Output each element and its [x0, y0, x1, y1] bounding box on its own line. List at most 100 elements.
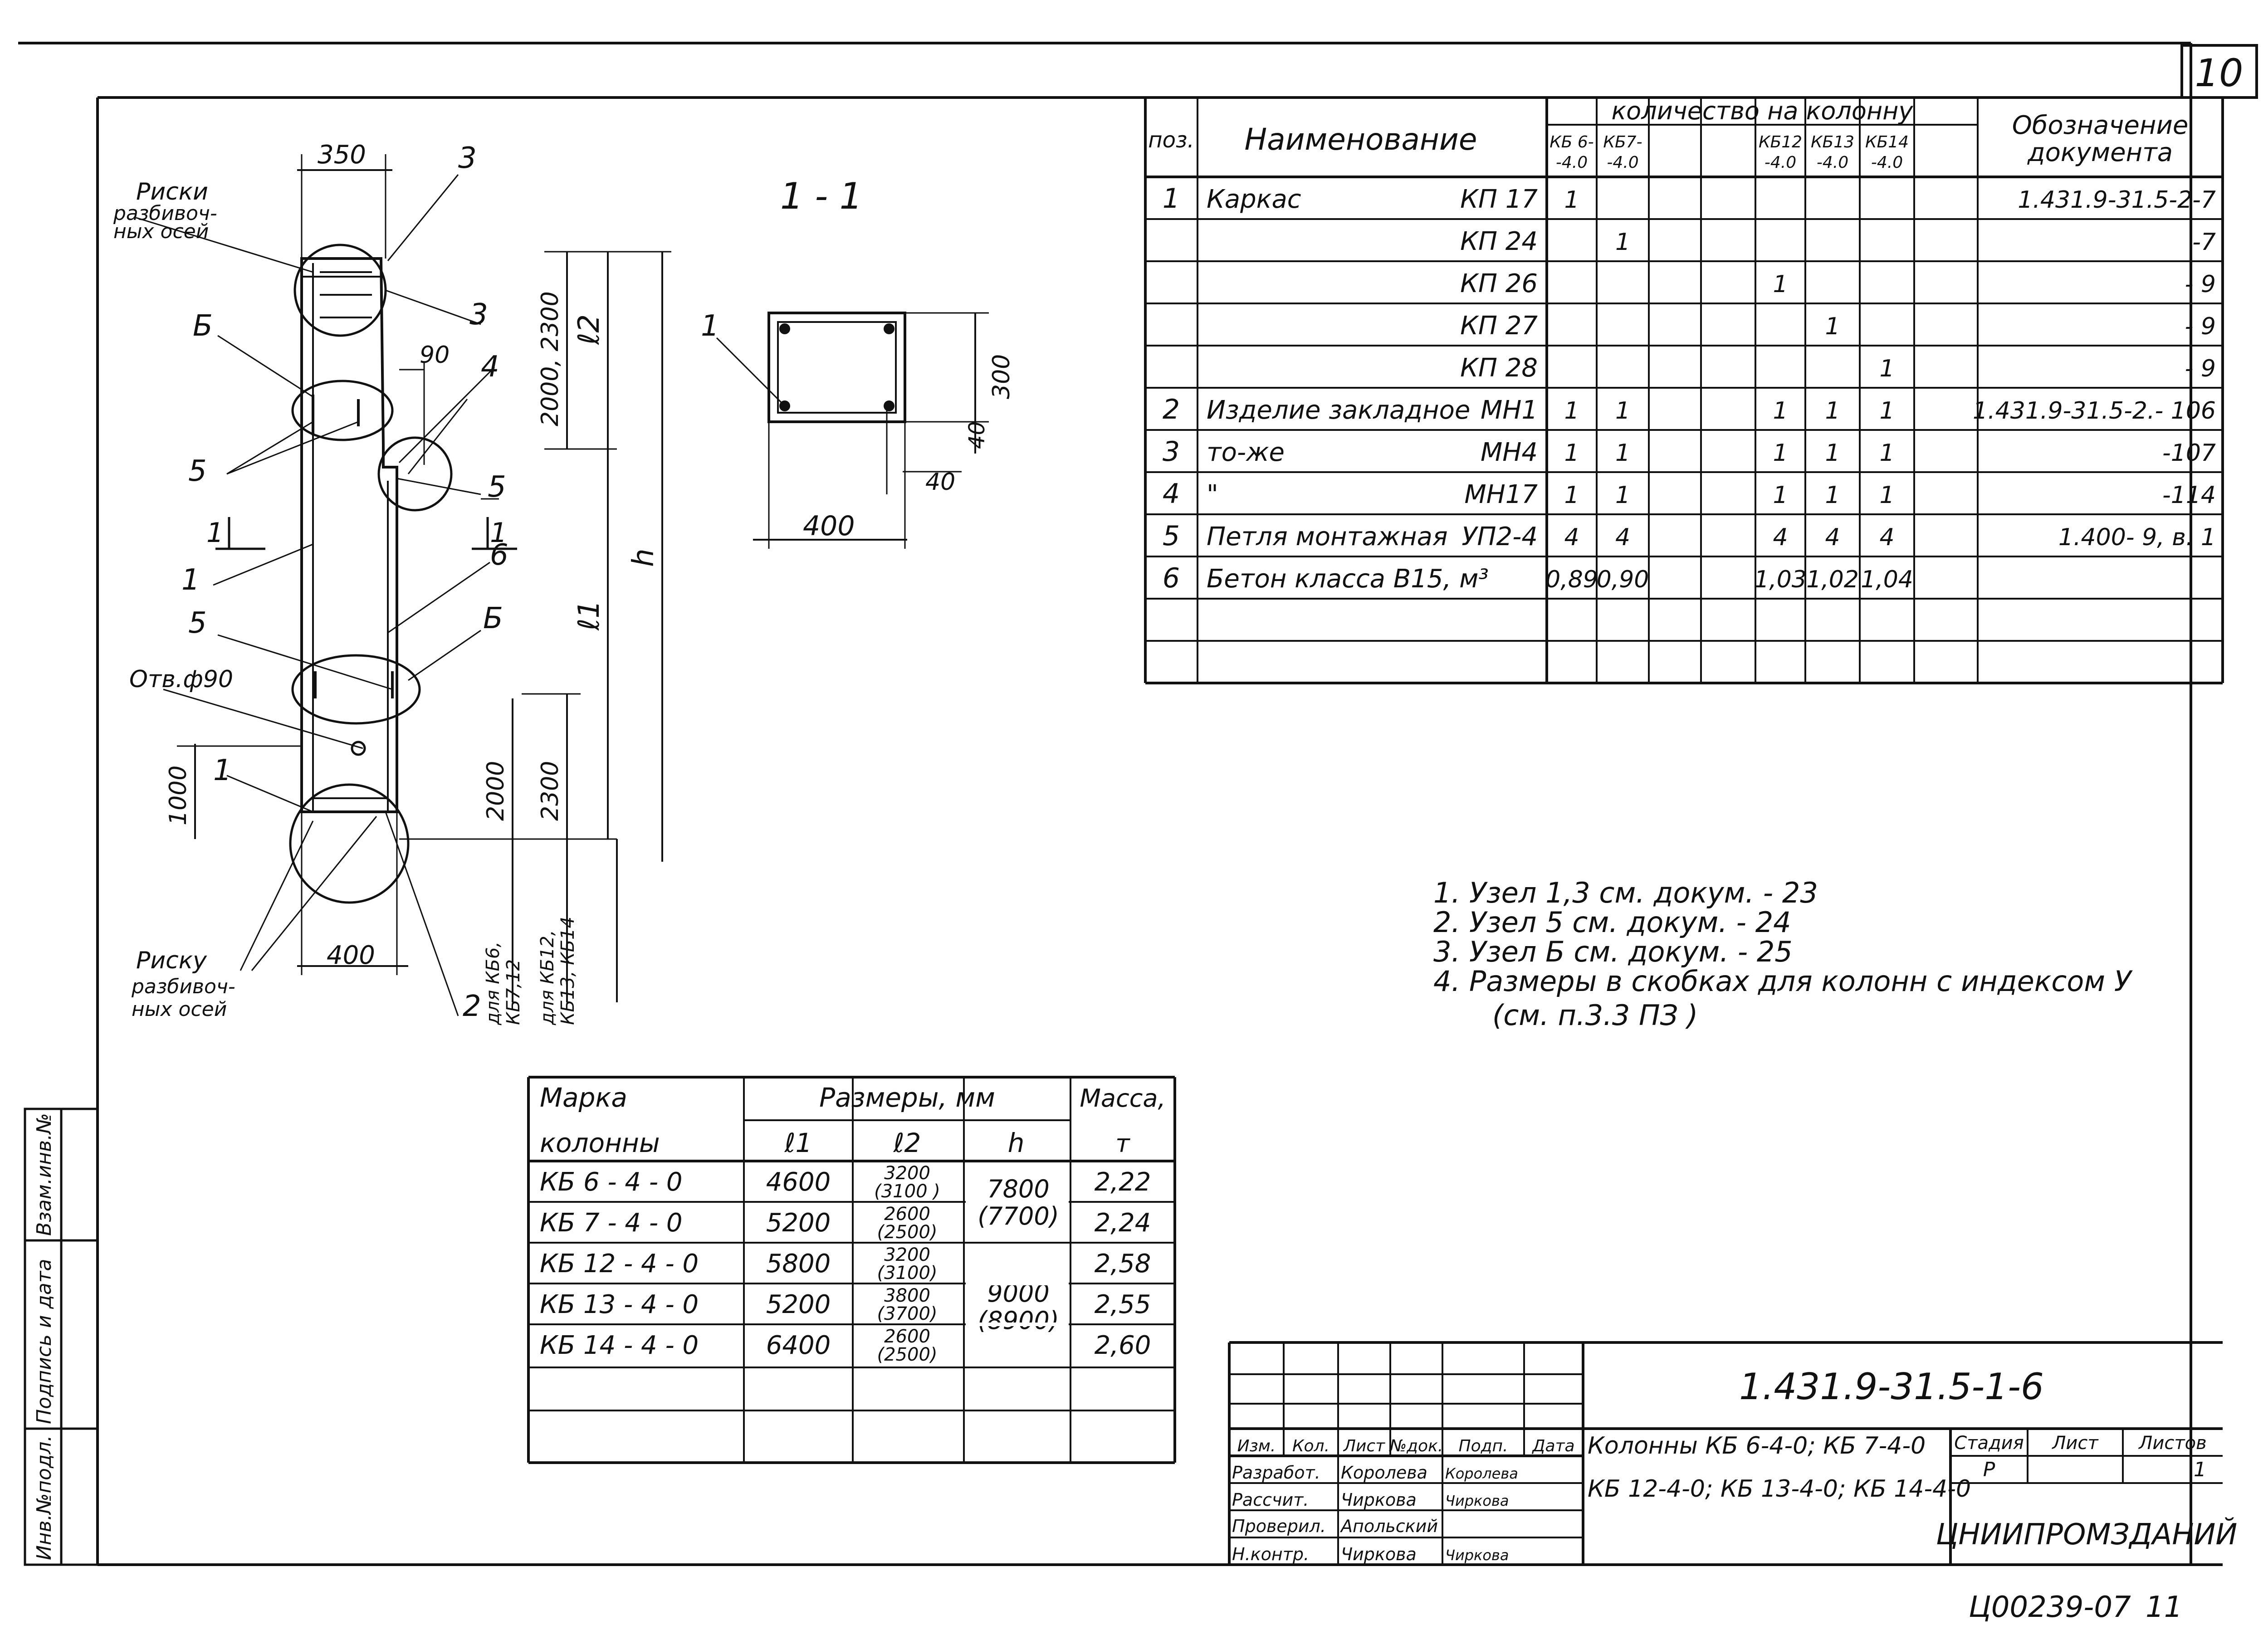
dims-row-l2-a: 3200: [884, 1163, 930, 1184]
spec-row-mark: КП 24: [1460, 227, 1538, 256]
spec-row-qty: 1,04: [1861, 566, 1913, 593]
elevation-labels: Риски разбивоч- ных осей Риску разбивоч-…: [113, 140, 660, 1025]
callout-5-left: 5: [188, 454, 207, 488]
spec-row-qty: 1: [1564, 439, 1579, 467]
title-col-header: Дата: [1531, 1437, 1574, 1455]
title-col-header: Изм.: [1237, 1437, 1276, 1455]
spec-row-doc: 1.431.9-31.5-2-7: [2018, 186, 2216, 214]
section-callout-1: 1: [701, 309, 719, 343]
callout-4: 4: [481, 350, 499, 384]
spec-row-qty: 1: [1825, 482, 1840, 509]
title-role: Н.контр.: [1232, 1544, 1309, 1564]
spec-row-qty: 4: [1773, 524, 1788, 551]
spec-row-qty: 1: [1879, 397, 1894, 425]
dims-h-alt: (7700): [978, 1202, 1059, 1230]
dims-header-sizes: Размеры, мм: [819, 1082, 995, 1113]
spec-row-pos: 4: [1163, 478, 1180, 510]
dims-row-l1: 5200: [766, 1208, 831, 1238]
spec-row-name: Изделие закладное: [1207, 395, 1470, 425]
footer-code: Ц00239-07: [1969, 1591, 2131, 1624]
dims-row-l2-a: 3800: [884, 1285, 930, 1306]
note-3: 3. Узел Б см. докум. - 25: [1433, 935, 1793, 968]
footer-page: 11: [2146, 1591, 2182, 1624]
dims-row-l1: 5800: [766, 1249, 831, 1279]
spec-header-qty: количество на колонну: [1612, 97, 1914, 125]
spec-row-name: Каркас: [1207, 185, 1301, 214]
dims-row-l1: 5200: [766, 1290, 831, 1319]
spec-row-qty: 1,02: [1806, 566, 1859, 593]
spec-row-qty: 1: [1825, 313, 1840, 340]
section-width: 400: [803, 510, 855, 542]
callout-B-lower: Б: [483, 602, 503, 635]
dims-row-mark: КБ 14 - 4 - 0: [540, 1331, 699, 1360]
note-1: 1. Узел 1,3 см. докум. - 23: [1433, 876, 1818, 909]
title-name: Королева: [1341, 1463, 1427, 1483]
dim-bottom-width: 400: [327, 941, 375, 970]
spec-row-pos: 2: [1163, 394, 1180, 425]
title-signature: Чиркова: [1445, 1492, 1509, 1509]
riski-top-line2: разбивоч-: [113, 202, 217, 225]
spec-qty-header-5-a: КБ13: [1811, 133, 1854, 151]
spec-row-name: ": [1207, 480, 1218, 509]
dims-row-l2-a: 3200: [884, 1245, 930, 1265]
spec-row-mark: МН4: [1481, 438, 1538, 467]
spec-qty-header-6-a: КБ14: [1865, 133, 1909, 151]
callout-1-bottom: 1: [213, 754, 232, 787]
dims-row-mass: 2,22: [1095, 1167, 1151, 1197]
dims-h-value: 7800: [987, 1175, 1049, 1203]
spec-row-qty: 1: [1879, 439, 1894, 467]
callout-2: 2: [463, 990, 481, 1023]
spec-row-qty: 4: [1564, 524, 1579, 551]
dims-header-l2: ℓ2: [893, 1127, 921, 1158]
callout-3-top: 3: [458, 142, 477, 175]
title-designation: 1.431.9-31.5-1-6: [1739, 1366, 2044, 1408]
dims-header-mass-2: т: [1115, 1129, 1130, 1158]
spec-header-pos: поз.: [1148, 127, 1194, 153]
spec-row-pos: 6: [1163, 562, 1180, 594]
callout-6: 6: [490, 538, 508, 572]
section-mark-right: 1: [490, 517, 507, 549]
spec-row-qty: 1: [1615, 482, 1630, 509]
dims-row-l1: 4600: [766, 1167, 831, 1197]
title-signature: Чиркова: [1445, 1547, 1509, 1564]
sheet-number: 10: [2195, 51, 2244, 95]
title-col-header: №док.: [1389, 1437, 1443, 1455]
hole-label: Отв.ф90: [129, 666, 233, 693]
dims-row-l2-b: (2500): [877, 1222, 937, 1243]
spec-row-mark: КП 27: [1460, 311, 1538, 341]
callout-B-top: Б: [193, 309, 213, 343]
spec-row-mark: УП2-4: [1461, 522, 1538, 552]
merge-mask: [966, 1282, 1069, 1285]
section-1-1: 1 - 1 1 400 300 40 40: [701, 175, 1015, 549]
spec-row-pos: 3: [1163, 436, 1180, 468]
section-height: 300: [988, 354, 1015, 399]
dims-row-mass: 2,58: [1095, 1249, 1151, 1279]
spec-row-qty: 4: [1615, 524, 1630, 551]
title-role: Разработ.: [1232, 1463, 1320, 1483]
dims-row-mark: КБ 13 - 4 - 0: [540, 1290, 699, 1319]
dims-row-mark: КБ 6 - 4 - 0: [540, 1167, 682, 1197]
riski-top-line3: ных осей: [113, 220, 209, 243]
dims-row-mark: КБ 12 - 4 - 0: [540, 1249, 699, 1279]
callout-5-right: 5: [488, 470, 506, 504]
spec-row-mark: МН17: [1464, 480, 1538, 509]
spec-qty-header-4-a: КБ12: [1759, 133, 1802, 151]
dims-row-l2-a: 2600: [884, 1204, 930, 1225]
spec-row-qty: 1: [1825, 439, 1840, 467]
spec-row-doc: -114: [2162, 482, 2216, 509]
section-cover-1: 40: [925, 469, 955, 496]
spec-qty-header-1-a: КБ7-: [1603, 133, 1642, 151]
spec-row-qty: 1,03: [1754, 566, 1807, 593]
title-role: Рассчит.: [1232, 1490, 1309, 1510]
title-sheet-label: Лист: [2051, 1433, 2099, 1454]
sheet-number-box: 10: [2180, 44, 2258, 99]
spec-row-qty: 1: [1773, 271, 1788, 298]
dims-row-l2-b: (3100 ): [874, 1181, 940, 1202]
spec-row-qty: 1: [1615, 439, 1630, 467]
dim-l1: ℓ1: [572, 600, 606, 631]
dim-h: h: [627, 548, 660, 567]
spec-qty-header-0-a: КБ 6-: [1549, 133, 1594, 151]
spec-row-mark: КП 26: [1460, 269, 1538, 298]
